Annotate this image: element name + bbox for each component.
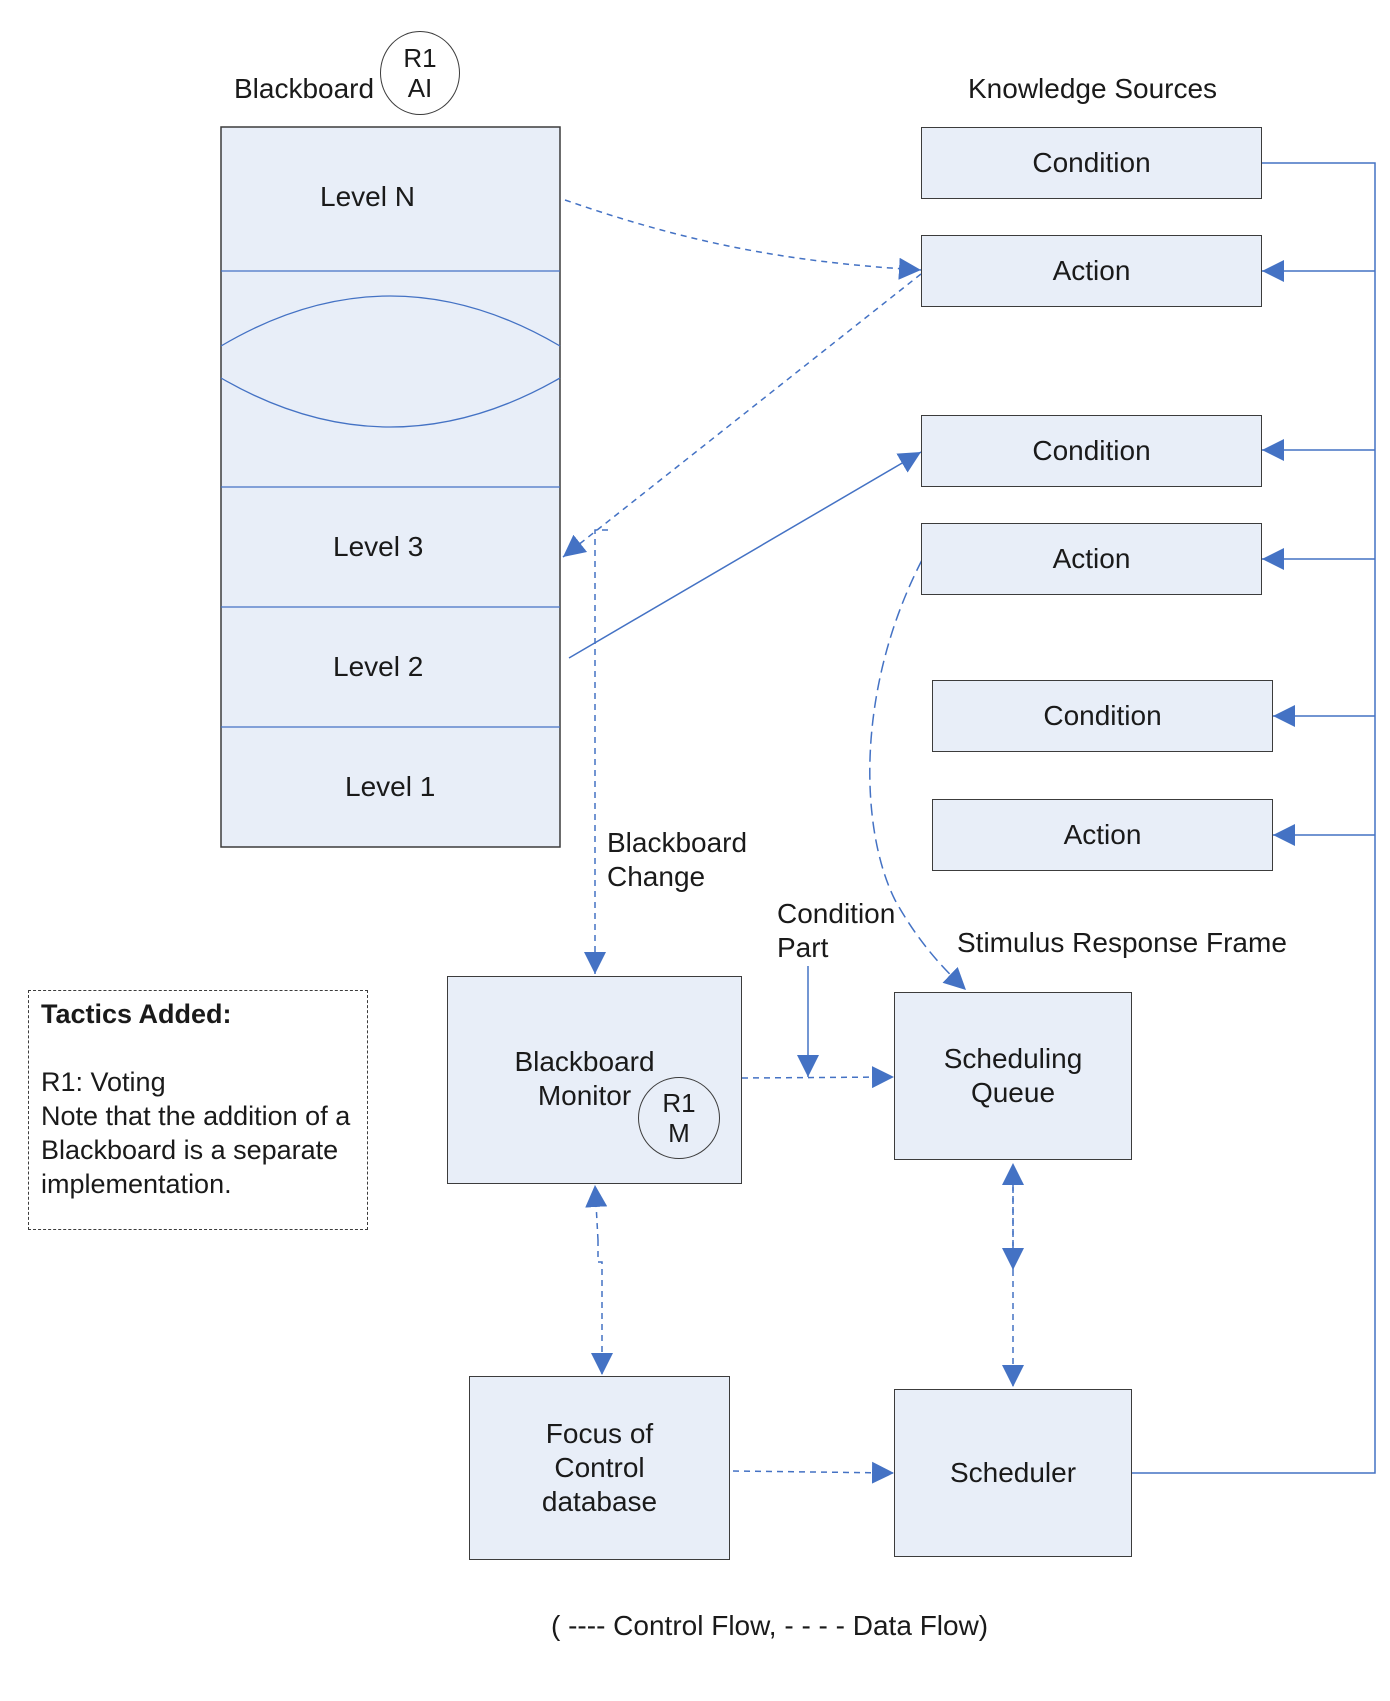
elision-curve-top bbox=[220, 295, 561, 347]
monitor-badge-line2: M bbox=[668, 1118, 690, 1148]
level2-to-condition-arrow bbox=[568, 451, 922, 659]
scheduler-box: Scheduler bbox=[894, 1389, 1132, 1557]
ks-condition-2: Condition bbox=[921, 415, 1262, 487]
condition-part-label: Condition Part bbox=[777, 898, 896, 963]
badge-line1: R1 bbox=[403, 43, 437, 73]
monitor-badge: R1 M bbox=[638, 1077, 720, 1159]
badge-line2: AI bbox=[407, 73, 433, 103]
ks-condition-3: Condition bbox=[932, 680, 1273, 752]
scheduling-queue-box: Scheduling Queue bbox=[894, 992, 1132, 1160]
ks-action-2: Action bbox=[921, 523, 1262, 595]
ks-action-1: Action bbox=[921, 235, 1262, 307]
ks-action-3: Action bbox=[932, 799, 1273, 871]
focus-to-scheduler-arrow bbox=[732, 1461, 895, 1484]
focus-control-database-box: Focus of Control database bbox=[469, 1376, 730, 1560]
monitor-focus-arrow-down bbox=[591, 1240, 613, 1375]
level-2-label: Level 2 bbox=[333, 651, 424, 682]
monitor-badge-line1: R1 bbox=[662, 1088, 696, 1118]
tactics-title: Tactics Added: bbox=[41, 999, 232, 1029]
level-n-label: Level N bbox=[320, 181, 415, 212]
flow-legend: ( ---- Control Flow, - - - - Data Flow) bbox=[551, 1610, 989, 1641]
scheduler-bus-line bbox=[1132, 162, 1376, 1474]
tactics-body: R1: Voting Note that the addition of a B… bbox=[41, 1067, 351, 1199]
blackboard-title: Blackboard bbox=[234, 73, 375, 104]
action-to-queue-arrow bbox=[869, 559, 967, 991]
leveln-to-action-arrow bbox=[564, 199, 922, 280]
knowledge-sources-title: Knowledge Sources bbox=[968, 73, 1218, 104]
blackboard-badge: R1 AI bbox=[380, 31, 460, 115]
tactics-note: Tactics Added: R1: Voting Note that the … bbox=[28, 990, 368, 1230]
blackboard-change-arrow bbox=[584, 529, 608, 974]
blackboard-change-label: Blackboard Change bbox=[607, 827, 748, 892]
action-to-level3-arrow bbox=[562, 273, 922, 558]
elision-curve-bottom bbox=[220, 377, 561, 428]
level-3-label: Level 3 bbox=[333, 531, 424, 562]
ks-condition-1: Condition bbox=[921, 127, 1262, 199]
stimulus-response-frame-label: Stimulus Response Frame bbox=[957, 927, 1287, 958]
level-1-label: Level 1 bbox=[345, 771, 436, 802]
monitor-to-queue-arrow bbox=[741, 1066, 895, 1089]
monitor-focus-arrow-up bbox=[585, 1184, 608, 1241]
